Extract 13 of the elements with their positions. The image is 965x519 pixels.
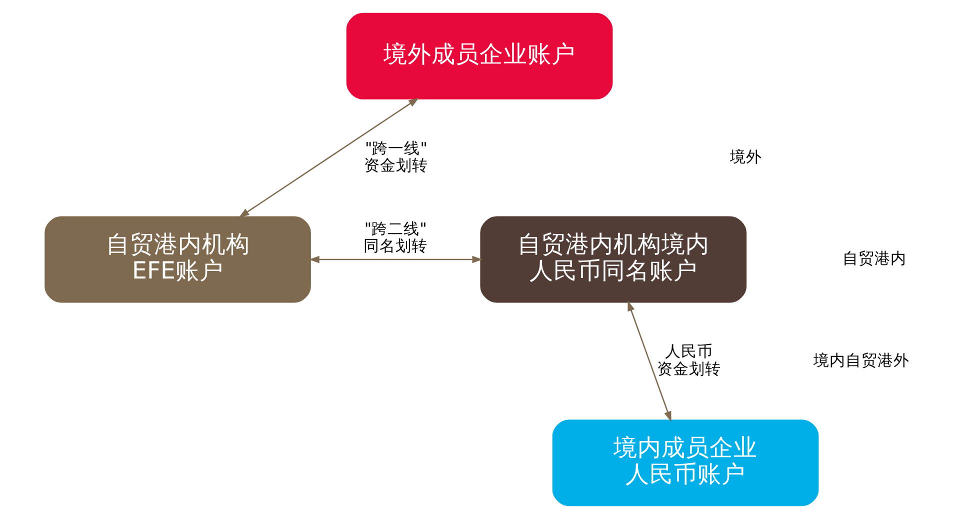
arrow (628, 300, 672, 422)
label: 自贸港内 (842, 248, 906, 268)
arrow (238, 98, 420, 218)
label: 境外 (730, 146, 762, 166)
edge-label: 人民币资金划转 (656, 342, 721, 378)
edge-label: "跨一线"资金划转 (364, 138, 428, 174)
node-box: 境外成员企业账户 (346, 12, 613, 100)
arrow (308, 256, 483, 264)
node-box: 自贸港内机构境内人民币同名账户 (480, 216, 747, 303)
label: 境内自贸港外 (813, 350, 910, 370)
edge-label: "跨二线"同名划转 (364, 219, 428, 256)
node-box: 自贸港内机构EFE账户 (44, 216, 311, 303)
node-box: 境内成员企业人民币账户 (552, 420, 819, 506)
